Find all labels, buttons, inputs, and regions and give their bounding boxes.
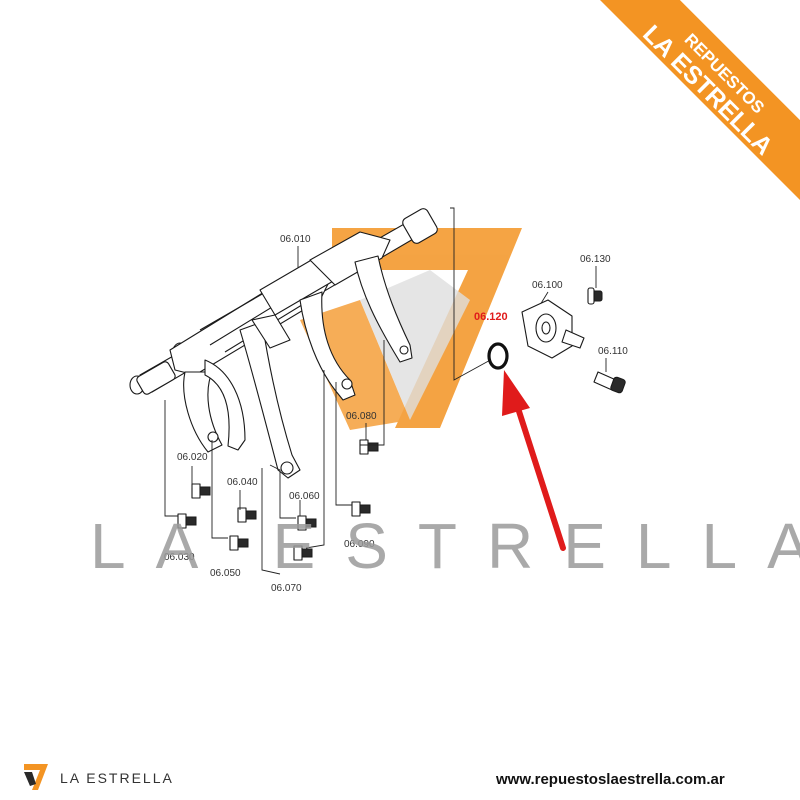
pad-06070 [293,545,313,561]
callout-06050: 06.050 [210,568,241,579]
pad-06050 [229,535,249,551]
corner-ribbon: REPUESTOS LA ESTRELLA [600,0,800,200]
pad-06020 [191,483,211,499]
pad-06080 [359,439,379,455]
footer-url[interactable]: www.repuestoslaestrella.com.ar [495,771,725,788]
bolt-06110 [593,371,626,394]
callout-06090: 06.090 [344,539,375,550]
leader-lines [164,207,607,575]
callout-06010: 06.010 [280,234,311,245]
footer-brand: LA ESTRELLA [60,770,174,786]
callout-06070: 06.070 [271,583,302,594]
pad-06060 [297,515,317,531]
callout-06080: 06.080 [346,411,377,422]
la-estrella-logo-icon [24,764,48,790]
callout-06020: 06.020 [177,452,208,463]
watermark-text: LA ESTRELLA [90,510,800,582]
callout-06110: 06.110 [598,346,628,357]
callout-06120: 06.120 [474,311,508,323]
callout-06060: 06.060 [289,491,320,502]
shift-rail-assembly [129,208,438,479]
callout-06100: 06.100 [532,280,563,291]
screw-06130 [587,287,603,305]
callout-06040: 06.040 [227,477,258,488]
slide-pads [177,439,379,561]
callout-labels: 06.010 06.020 06.030 06.040 06.050 06.06… [164,234,628,594]
callout-06030: 06.030 [164,552,195,563]
footer: LA ESTRELLA www.repuestoslaestrella.com.… [24,764,725,790]
pad-06090 [351,501,371,517]
red-arrow-icon [502,370,566,551]
washer-06120 [487,342,509,370]
pad-06030 [177,513,197,529]
callout-06130: 06.130 [580,254,611,265]
pad-06040 [237,507,257,523]
selector-bracket-06100 [521,299,585,359]
